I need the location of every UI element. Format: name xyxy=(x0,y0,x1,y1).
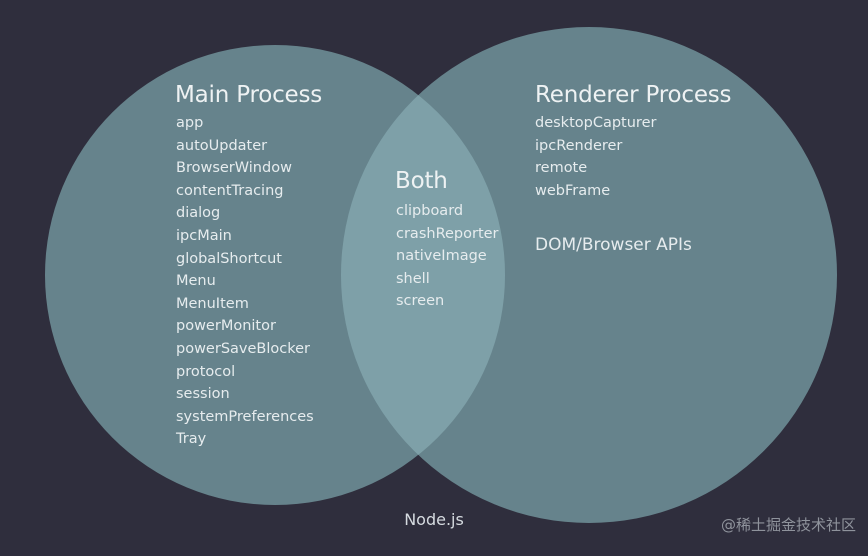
module-item: remote xyxy=(535,160,588,177)
module-item: dialog xyxy=(176,205,221,222)
renderer-process-title: Renderer Process xyxy=(535,82,732,108)
module-item: Menu xyxy=(176,273,216,290)
watermark: @稀土掘金技术社区 xyxy=(720,516,856,534)
module-item: app xyxy=(176,115,204,131)
module-item: autoUpdater xyxy=(176,137,268,154)
module-item: crashReporter xyxy=(396,225,499,242)
nodejs-label: Node.js xyxy=(404,510,464,529)
module-item: globalShortcut xyxy=(176,250,282,267)
module-item: shell xyxy=(396,270,430,287)
both-overlap-region xyxy=(341,45,505,505)
main-process-title: Main Process xyxy=(175,82,323,108)
module-item: session xyxy=(176,386,230,403)
module-item: powerMonitor xyxy=(176,318,276,335)
module-item: BrowserWindow xyxy=(176,160,292,177)
both-module-list: clipboard crashReporter nativeImage shell sc… xyxy=(396,200,499,313)
module-item: ipcMain xyxy=(176,227,232,244)
module-item: powerSaveBlocker xyxy=(176,340,310,357)
module-item: nativeImage xyxy=(396,248,487,265)
module-item: systemPreferences xyxy=(176,408,314,425)
module-item: screen xyxy=(396,293,445,310)
dom-browser-apis-label: DOM/Browser APIs xyxy=(535,235,692,255)
module-item: Tray xyxy=(176,431,207,448)
module-item: MenuItem xyxy=(176,295,249,312)
module-item: protocol xyxy=(176,363,236,380)
renderer-process-module-list: desktopCapturer ipcRenderer remote webFrame xyxy=(535,112,656,202)
module-item: webFrame xyxy=(535,182,611,199)
module-item: ipcRenderer xyxy=(535,137,623,154)
both-title: Both xyxy=(395,168,448,194)
module-item: contentTracing xyxy=(176,182,284,199)
module-item: desktopCapturer xyxy=(535,115,657,131)
module-item: clipboard xyxy=(396,203,464,219)
